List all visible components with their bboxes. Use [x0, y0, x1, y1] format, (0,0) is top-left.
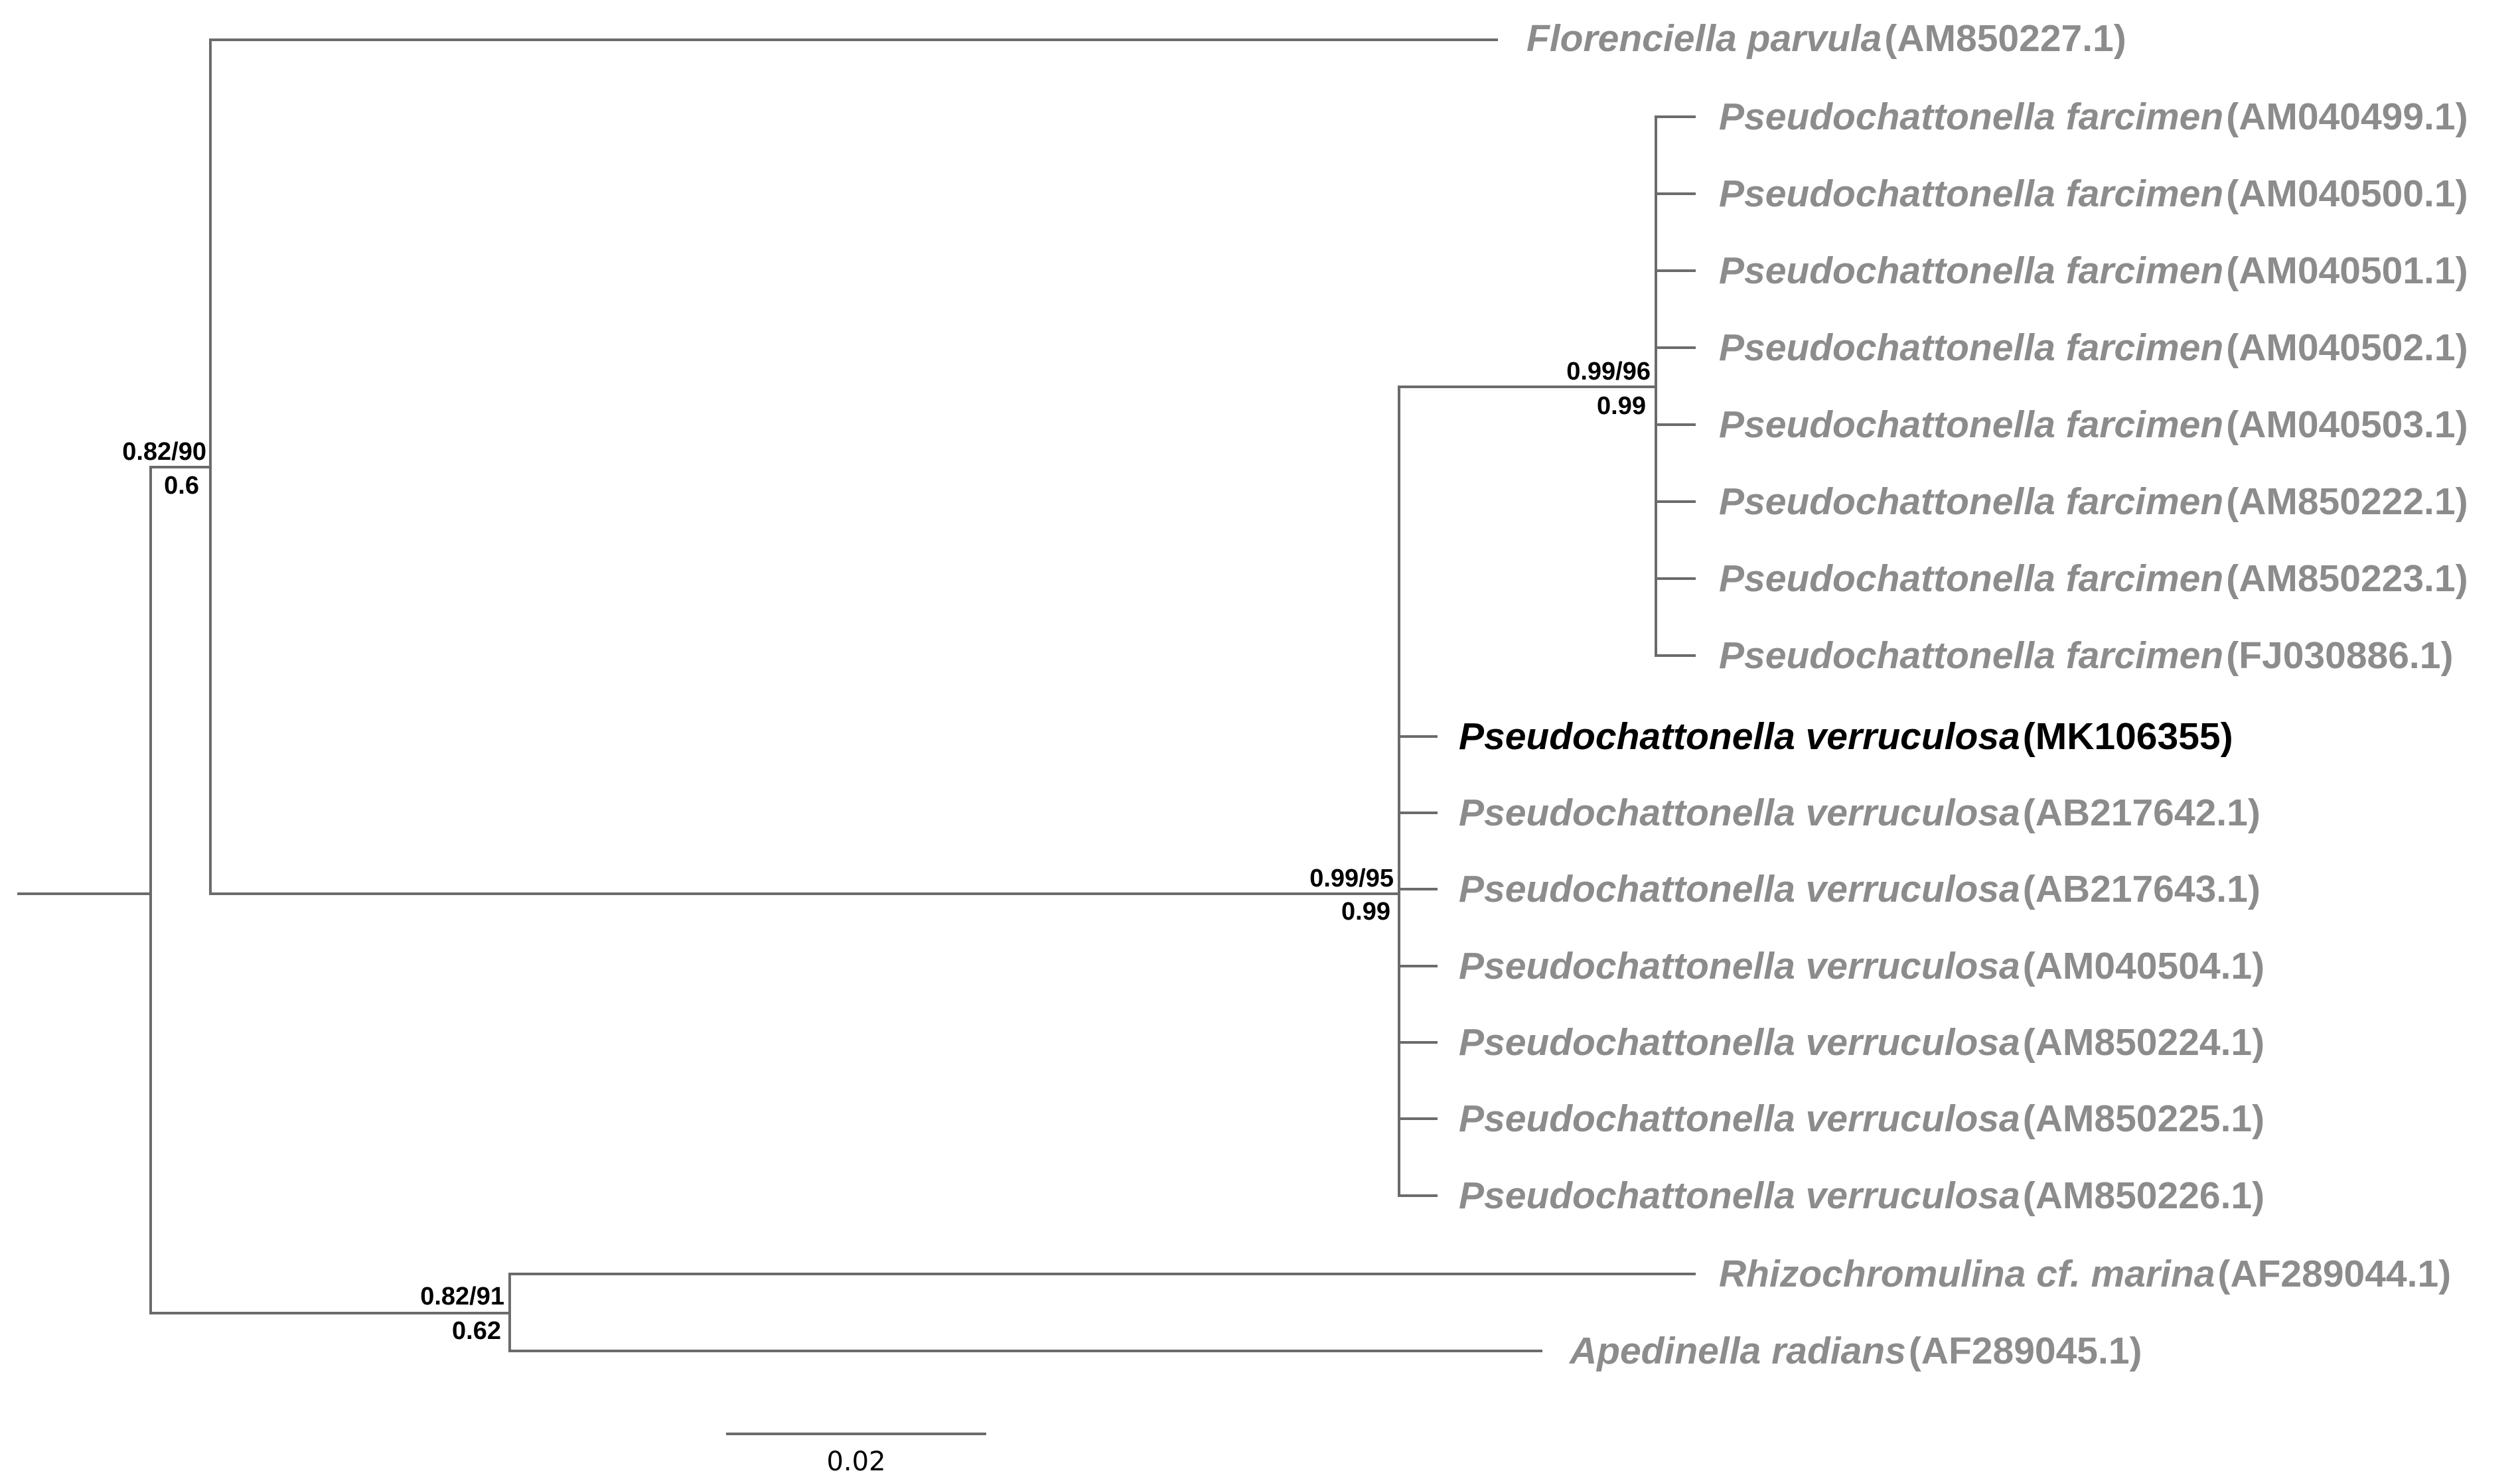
taxon-label-pf3: Pseudochattonella farcimen (AM040501.1) [1719, 249, 2468, 292]
taxon-label-pv0-highlight: Pseudochattonella verruculosa (MK106355) [1459, 715, 2233, 758]
taxon-label-pf8: Pseudochattonella farcimen (FJ030886.1) [1719, 634, 2453, 677]
taxon-label-pv6: Pseudochattonella verruculosa (AM850226.… [1459, 1174, 2264, 1217]
taxon-label-rhizochromulina: Rhizochromulina cf. marina (AF289044.1) [1719, 1253, 2451, 1295]
support-lower-clade-lower: 0.62 [452, 1317, 501, 1345]
support-farcimen-lower: 0.99 [1597, 392, 1646, 420]
taxon-label-pv5: Pseudochattonella verruculosa (AM850225.… [1459, 1097, 2264, 1140]
scale-bar: 0.02 [726, 1433, 986, 1477]
support-farcimen-upper: 0.99/96 [1566, 358, 1651, 386]
support-pseudochattonella-upper: 0.99/95 [1309, 865, 1394, 892]
support-upper-clade-lower: 0.6 [164, 472, 199, 500]
tree-branches [17, 38, 1696, 1352]
taxon-label-pv1: Pseudochattonella verruculosa (AB217642.… [1459, 792, 2261, 834]
taxon-label-pf2: Pseudochattonella farcimen (AM040500.1) [1719, 173, 2468, 215]
support-pseudochattonella-lower: 0.99 [1341, 898, 1390, 926]
scale-bar-label: 0.02 [826, 1446, 885, 1477]
taxon-label-pf4: Pseudochattonella farcimen (AM040502.1) [1719, 326, 2468, 369]
taxon-label-pf6: Pseudochattonella farcimen (AM850222.1) [1719, 480, 2468, 523]
taxon-label-apedinella: Apedinella radians (AF289045.1) [1568, 1330, 2142, 1372]
support-lower-clade-upper: 0.82/91 [420, 1283, 504, 1310]
taxon-labels: Florenciella parvula (AM850227.1) Pseudo… [1459, 17, 2468, 1372]
taxon-label-pv4: Pseudochattonella verruculosa (AM850224.… [1459, 1021, 2264, 1064]
taxon-label-pf5: Pseudochattonella farcimen (AM040503.1) [1719, 403, 2468, 446]
taxon-label-florenciella: Florenciella parvula (AM850227.1) [1526, 17, 2126, 60]
taxon-label-pf7: Pseudochattonella farcimen (AM850223.1) [1719, 557, 2468, 600]
taxon-label-pf1: Pseudochattonella farcimen (AM040499.1) [1719, 96, 2468, 138]
support-upper-clade-upper: 0.82/90 [122, 438, 206, 466]
node-supports: 0.99/96 0.99 0.99/95 0.99 0.82/90 0.6 0.… [122, 358, 1651, 1345]
taxon-label-pv3: Pseudochattonella verruculosa (AM040504.… [1459, 945, 2264, 987]
taxon-label-pv2: Pseudochattonella verruculosa (AB217643.… [1459, 868, 2261, 910]
